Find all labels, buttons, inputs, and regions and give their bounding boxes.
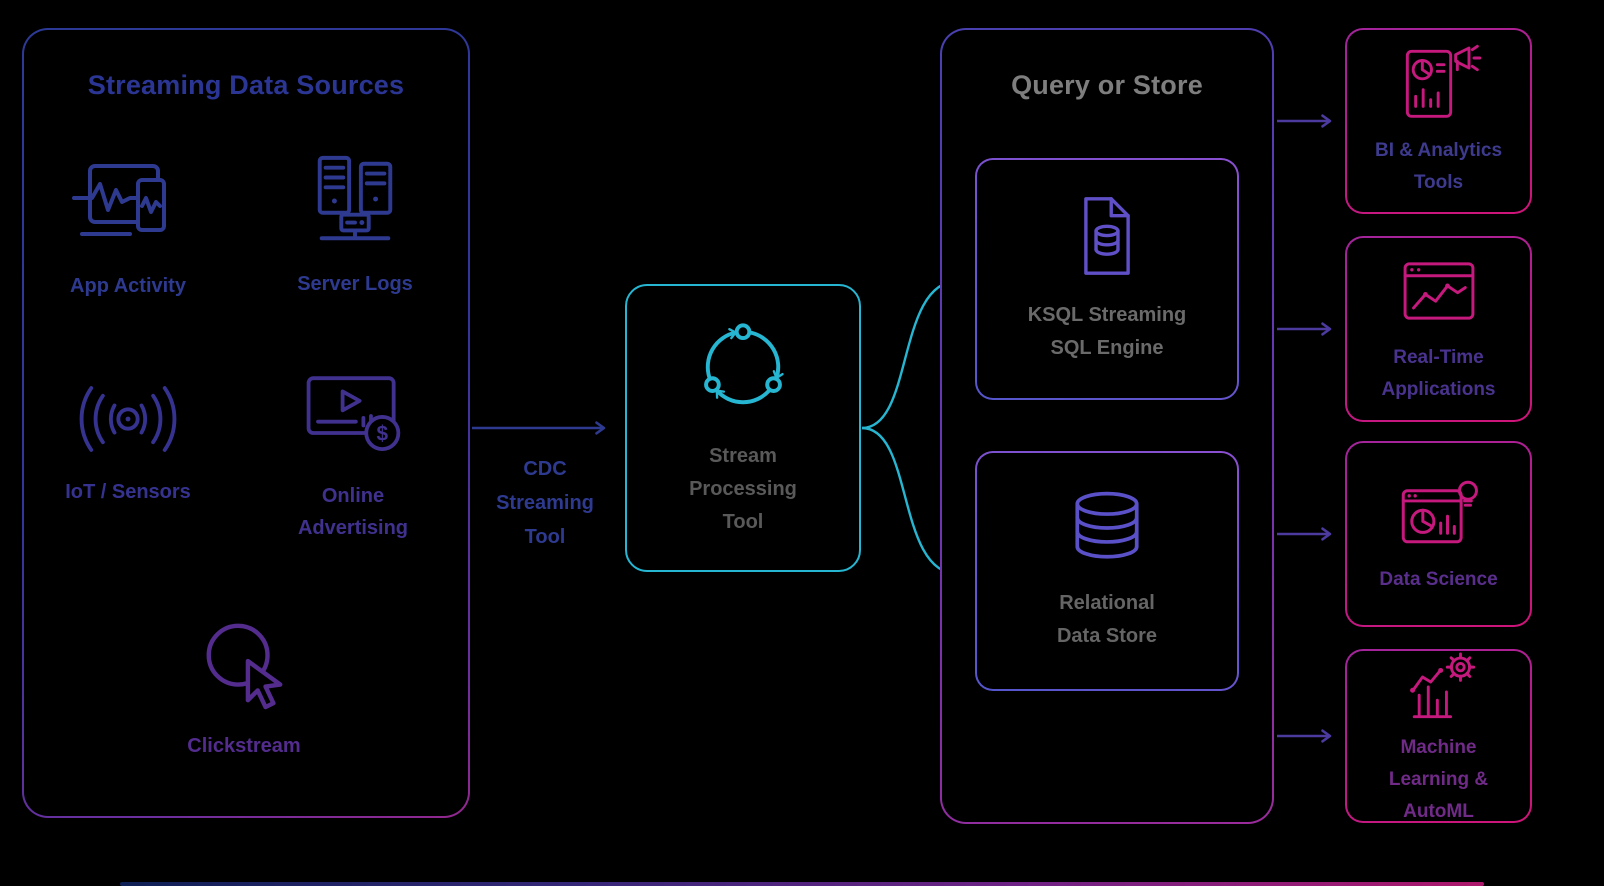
svg-text:$: $ [377, 423, 389, 446]
streaming-data-sources-panel: Streaming Data Sources App Activity [22, 28, 470, 818]
bi-analytics-icon [1396, 43, 1482, 123]
output-label: BI & Analytics Tools [1374, 140, 1503, 193]
ksql-streaming-sql-engine-box: KSQL Streaming SQL Engine [975, 158, 1239, 400]
source-item-label: Online Advertising [297, 485, 409, 539]
bottom-gradient-strip [120, 882, 1484, 886]
ksql-document-icon [1069, 193, 1145, 279]
output-label: Data Science [1379, 569, 1498, 590]
output-realtime-applications-box: Real-Time Applications [1345, 236, 1532, 422]
relational-box-body: Relational Data Store [977, 453, 1237, 689]
output-data-science-box: Data Science [1345, 441, 1532, 627]
output-label: Real-Time Applications [1381, 347, 1496, 400]
output-machine-learning-box: Machine Learning & AutoML [1345, 649, 1532, 823]
source-item-online-advertising: $ Online Advertising [258, 370, 448, 544]
output-bi-analytics-body: BI & Analytics Tools [1347, 30, 1530, 212]
relational-data-store-box: Relational Data Store [975, 451, 1239, 691]
stream-cycle-icon [694, 318, 792, 416]
output-bi-analytics-box: BI & Analytics Tools [1345, 28, 1532, 214]
output-machine-learning-body: Machine Learning & AutoML [1347, 651, 1530, 822]
cdc-streaming-tool-label: CDC Streaming Tool [496, 458, 594, 548]
iot-sensors-icon [70, 380, 186, 458]
query-or-store-panel: Query or Store KSQL Streaming SQL E [940, 28, 1274, 824]
data-science-icon [1396, 472, 1482, 552]
relational-database-icon [1064, 489, 1150, 567]
source-item-label: Clickstream [187, 735, 301, 757]
source-item-server-logs: Server Logs [260, 152, 450, 300]
machine-learning-icon [1397, 644, 1481, 720]
stream-processing-tool-label: Stream Processing Tool [689, 444, 797, 533]
app-activity-icon [72, 158, 184, 252]
server-logs-icon [306, 152, 404, 250]
clickstream-icon [197, 616, 291, 712]
source-item-app-activity: App Activity [28, 158, 228, 302]
output-data-science-body: Data Science [1347, 443, 1530, 625]
source-item-label: IoT / Sensors [65, 481, 191, 503]
sources-panel-title: Streaming Data Sources [87, 70, 405, 100]
realtime-applications-icon [1396, 252, 1482, 330]
streaming-data-sources-panel-body: Streaming Data Sources App Activity [24, 30, 468, 816]
stream-processing-tool-box: Stream Processing Tool [625, 284, 861, 572]
online-advertising-icon: $ [301, 370, 405, 462]
output-realtime-applications-body: Real-Time Applications [1347, 238, 1530, 420]
source-item-clickstream: Clickstream [144, 616, 344, 762]
source-item-label: App Activity [70, 275, 186, 297]
query-or-store-title: Query or Store [1011, 70, 1203, 100]
ksql-box-body: KSQL Streaming SQL Engine [977, 160, 1237, 398]
source-item-iot-sensors: IoT / Sensors [28, 380, 228, 508]
relational-box-label: Relational Data Store [1056, 592, 1158, 647]
output-label: Machine Learning & AutoML [1388, 737, 1489, 822]
ksql-box-label: KSQL Streaming SQL Engine [1027, 304, 1187, 359]
source-item-label: Server Logs [297, 273, 413, 295]
query-or-store-panel-body: Query or Store KSQL Streaming SQL E [942, 30, 1272, 822]
